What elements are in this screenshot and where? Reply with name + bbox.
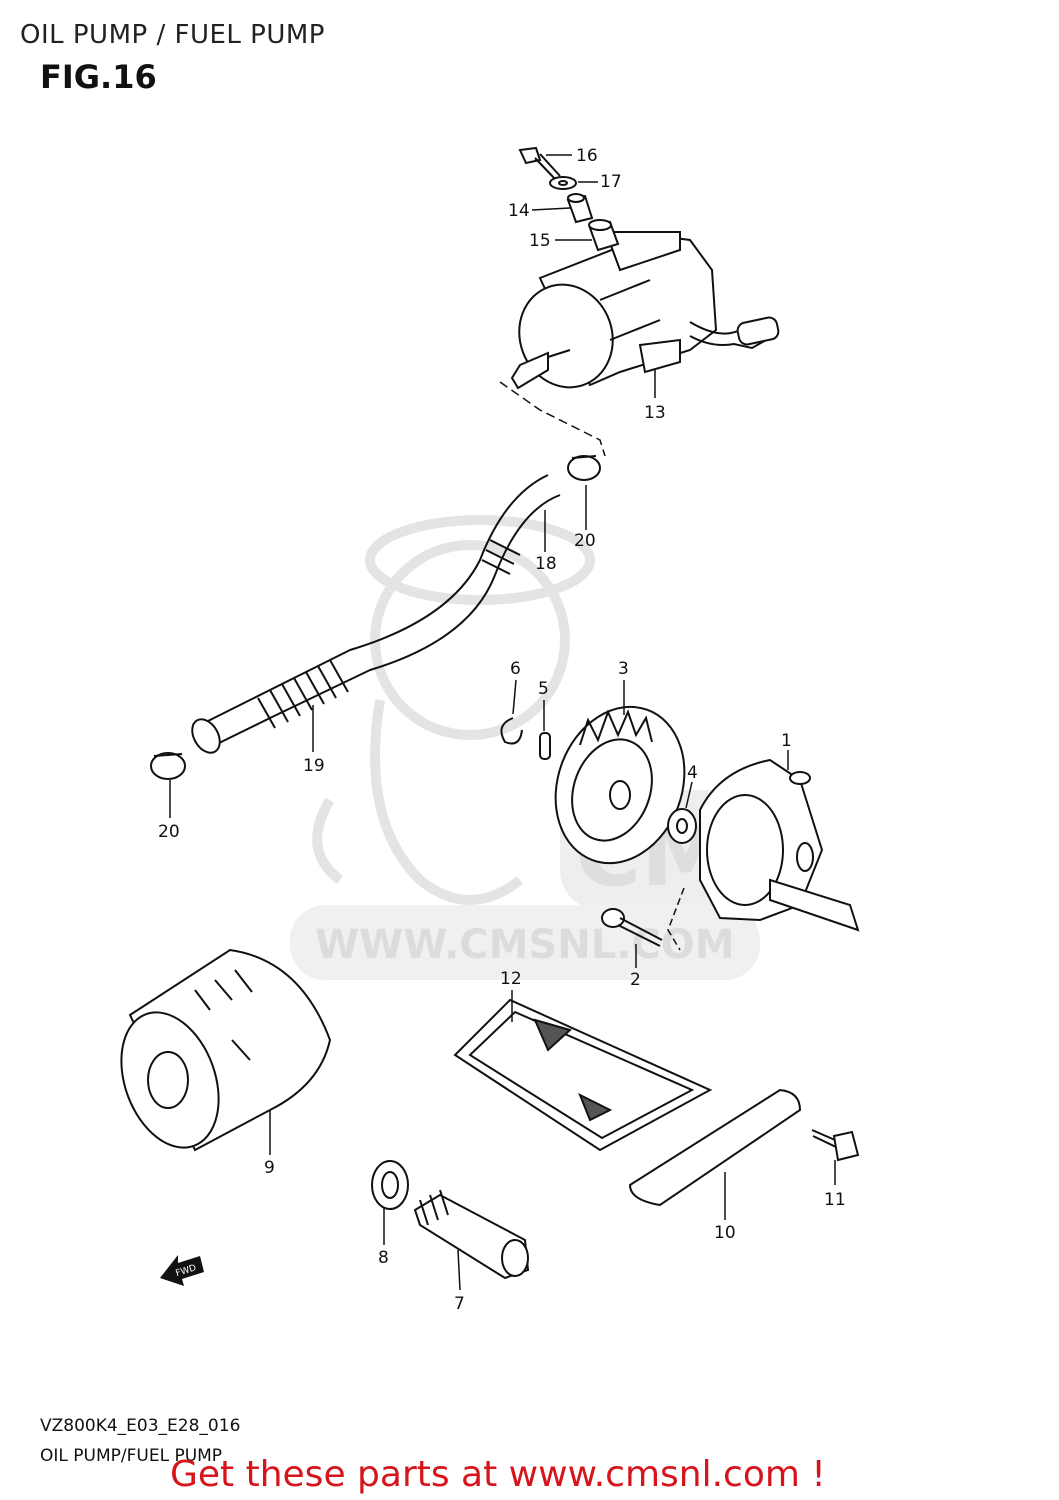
- hose-clamp-upper: [567, 455, 601, 481]
- pin: [539, 732, 551, 760]
- mounting-bolt: [518, 146, 561, 181]
- callout-2: 2: [630, 970, 641, 990]
- callout-3: 3: [618, 659, 629, 679]
- drain-bolt: [811, 1129, 860, 1162]
- oil-strainer: [453, 998, 713, 1152]
- oil-pan-gasket: [628, 1088, 802, 1207]
- cms-url-banner: WWW.CMSNL.COM: [290, 905, 760, 980]
- collar: [566, 193, 594, 224]
- callout-8: 8: [378, 1248, 389, 1268]
- pump-screw: [601, 908, 663, 947]
- pump-bracket-dash: [667, 887, 685, 951]
- hose-clamp-lower: [150, 752, 186, 780]
- gasket-washer: [371, 1160, 409, 1210]
- fuel-pump: [510, 231, 780, 390]
- washer: [549, 176, 577, 190]
- callout-13: 13: [644, 403, 666, 423]
- callout-9: 9: [264, 1158, 275, 1178]
- callout-20-lower: 20: [158, 822, 180, 842]
- callout-16: 16: [576, 146, 598, 166]
- diagram-code: VZ800K4_E03_E28_016: [40, 1416, 241, 1436]
- pipe-fitting: [413, 1189, 530, 1280]
- oil-pump: [699, 758, 860, 932]
- thrust-washer: [667, 808, 697, 844]
- callout-14: 14: [508, 201, 530, 221]
- callout-4: 4: [687, 763, 698, 783]
- page-title: OIL PUMP / FUEL PUMP: [20, 20, 325, 50]
- callout-12: 12: [500, 969, 522, 989]
- callout-labels: 1 2 3 4 5 6 7 8 9 10 11 12 13 14 15 16 1…: [158, 146, 846, 1314]
- cushion: [588, 219, 620, 252]
- callout-18: 18: [535, 554, 557, 574]
- callout-17: 17: [600, 172, 622, 192]
- forward-arrow: FWD: [160, 1255, 204, 1286]
- diagram-caption: OIL PUMP/FUEL PUMP: [40, 1446, 223, 1466]
- callout-15: 15: [529, 231, 551, 251]
- callout-6: 6: [510, 659, 521, 679]
- promo-link[interactable]: Get these parts at www.cmsnl.com !: [170, 1454, 826, 1495]
- figure-number: FIG.16: [40, 58, 157, 96]
- callout-19: 19: [303, 756, 325, 776]
- callout-10: 10: [714, 1223, 736, 1243]
- callout-20-upper: 20: [574, 531, 596, 551]
- callout-5: 5: [538, 679, 549, 699]
- fuel-line-dash: [499, 381, 606, 457]
- callout-1: 1: [781, 731, 792, 751]
- cms-watermark: [312, 515, 595, 905]
- svg-text:WWW.CMSNL.COM: WWW.CMSNL.COM: [315, 922, 735, 968]
- oil-pump-gear: [554, 705, 686, 865]
- circlip: [500, 717, 523, 745]
- fuel-hose: [191, 474, 561, 754]
- callout-7: 7: [454, 1294, 465, 1314]
- leader-lines: [169, 154, 836, 1291]
- callout-11: 11: [824, 1190, 846, 1210]
- oil-filter: [120, 948, 332, 1152]
